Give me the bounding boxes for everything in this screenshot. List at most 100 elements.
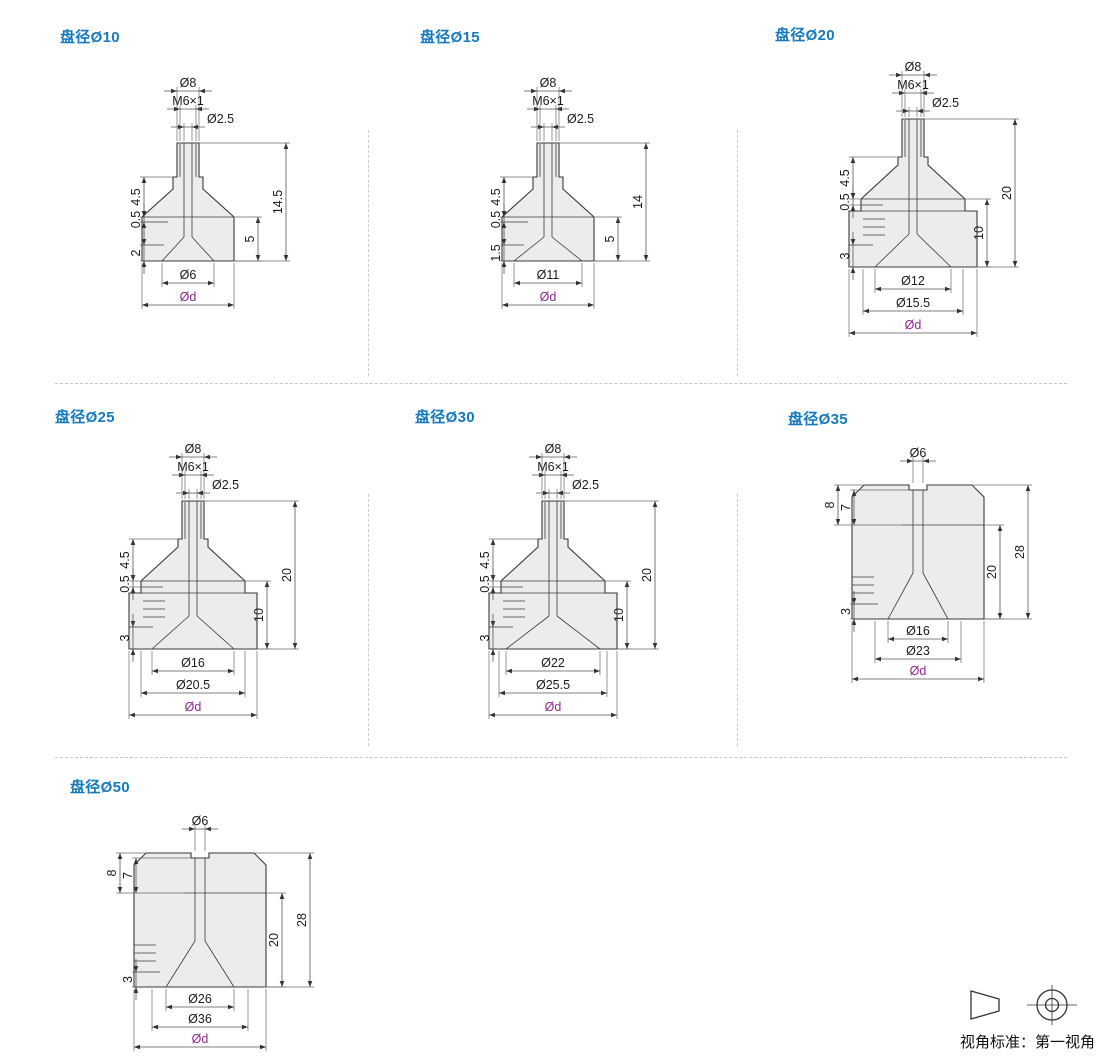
- dim-label: 14.5: [271, 190, 285, 214]
- projection-circle-icon: [1036, 989, 1068, 1021]
- dim-label: Ø11: [537, 268, 560, 282]
- dim-label: Ø2.5: [932, 96, 959, 110]
- dim-label: 4.5: [489, 188, 503, 205]
- dim-label: 3: [118, 634, 132, 641]
- dim-label: 28: [1013, 545, 1027, 559]
- dim-label: 3: [478, 634, 492, 641]
- dim-label: 8: [823, 501, 837, 508]
- dim-label: M6×1: [172, 94, 204, 108]
- dim-label: Ød: [905, 318, 922, 332]
- dim-label: Ø8: [180, 76, 197, 90]
- dim-label: Ø16: [181, 656, 205, 670]
- column-separator: [737, 494, 738, 746]
- dim-label: 5: [603, 235, 617, 242]
- drawing-title: 盘径Ø15: [420, 29, 480, 46]
- dim-label: 3: [121, 976, 135, 983]
- dim-label: 1.5: [489, 244, 503, 261]
- dim-label: Ø2.5: [567, 112, 594, 126]
- dim-label: Ø2.5: [207, 112, 234, 126]
- dim-label: M6×1: [177, 460, 209, 474]
- dim-label: Ød: [910, 664, 927, 678]
- dim-label: 10: [612, 608, 626, 622]
- dim-label: Ø8: [545, 442, 562, 456]
- dim-label: Ød: [192, 1032, 209, 1046]
- dim-label: M6×1: [897, 78, 929, 92]
- dim-label: 0.5: [129, 211, 143, 228]
- dim-label: 20: [985, 565, 999, 579]
- drawing-title: 盘径Ø30: [415, 409, 475, 426]
- dim-label: 5: [243, 235, 257, 242]
- dim-label: Ø8: [185, 442, 202, 456]
- dim-label: Ø16: [906, 624, 930, 638]
- dim-label: Ød: [180, 290, 197, 304]
- dim-label: Ø6: [910, 446, 927, 460]
- column-separator: [368, 130, 369, 376]
- dim-label: Ø20.5: [176, 678, 210, 692]
- dim-label: 3: [839, 608, 853, 615]
- dim-label: Ø2.5: [572, 478, 599, 492]
- dim-label: 0.5: [838, 193, 852, 210]
- row-separator: [55, 757, 1067, 758]
- dim-label: Ø15.5: [896, 296, 930, 310]
- drawing-title: 盘径Ø50: [70, 779, 130, 796]
- dim-label: 28: [295, 913, 309, 927]
- dim-label: 7: [839, 504, 853, 511]
- drawing-title: 盘径Ø20: [775, 27, 835, 44]
- dim-label: 3: [838, 252, 852, 259]
- dim-label: Ød: [185, 700, 202, 714]
- view-standard-label: 视角标准：第一视角: [960, 1034, 1096, 1051]
- dim-label: Ø12: [901, 274, 925, 288]
- dim-label: Ø6: [180, 268, 197, 282]
- dim-label: Ø25.5: [536, 678, 570, 692]
- dim-label: 8: [105, 869, 119, 876]
- dim-label: 4.5: [838, 169, 852, 186]
- drawing-title: 盘径Ø25: [55, 409, 115, 426]
- column-separator: [368, 494, 369, 746]
- dim-label: 20: [280, 568, 294, 582]
- dim-label: 7: [121, 872, 135, 879]
- dim-label: Ø8: [540, 76, 557, 90]
- dim-label: 10: [252, 608, 266, 622]
- dim-label: 14: [631, 195, 645, 209]
- dim-label: Ø22: [541, 656, 565, 670]
- cone-frustum-icon: [970, 990, 1000, 1020]
- dim-label: Ø6: [192, 814, 209, 828]
- dim-label: Ød: [540, 290, 557, 304]
- dim-label: 4.5: [478, 551, 492, 568]
- dim-label: Ø36: [188, 1012, 212, 1026]
- dim-label: 10: [972, 226, 986, 240]
- dim-label: Ø26: [188, 992, 212, 1006]
- dim-label: 20: [640, 568, 654, 582]
- dim-label: 20: [267, 933, 281, 947]
- dim-label: M6×1: [532, 94, 564, 108]
- column-separator: [737, 130, 738, 376]
- dim-label: 20: [1000, 186, 1014, 200]
- dim-label: 0.5: [118, 575, 132, 592]
- projection-circle-icon: [1044, 997, 1060, 1013]
